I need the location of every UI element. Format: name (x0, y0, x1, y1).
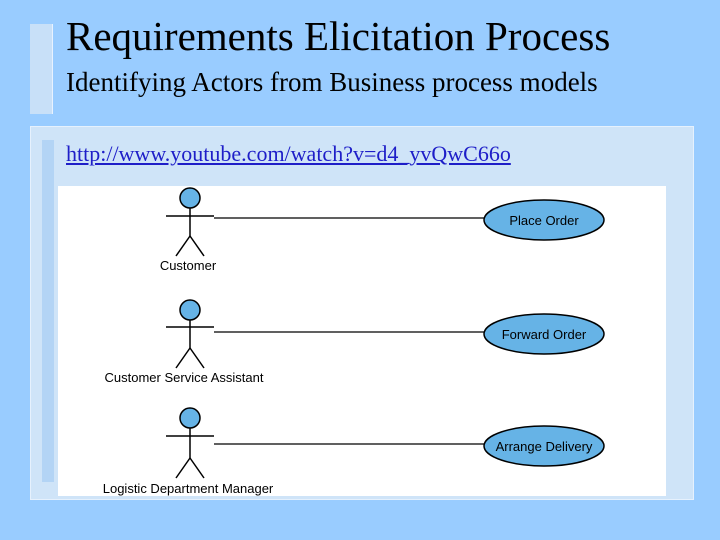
slide-subtitle: Identifying Actors from Business process… (66, 67, 598, 97)
actor-label: Logistic Department Manager (103, 481, 274, 496)
title-accent-bar (30, 24, 53, 114)
youtube-link[interactable]: http://www.youtube.com/watch?v=d4_yvQwC6… (66, 141, 511, 166)
use-case-label: Arrange Delivery (496, 439, 593, 454)
content-accent-bar (42, 140, 54, 482)
use-case-label: Forward Order (502, 327, 587, 342)
actor-label: Customer (160, 258, 217, 273)
actor-label: Customer Service Assistant (105, 370, 264, 385)
actor-customer: Customer (160, 187, 217, 273)
actor-logistic-department-manager: Logistic Department Manager (103, 407, 274, 496)
actor-head (179, 187, 201, 209)
use-case-label: Place Order (509, 213, 579, 228)
use-case-arrange-delivery: Arrange Delivery (483, 425, 605, 467)
use-case-place-order: Place Order (483, 199, 605, 241)
use-case-diagram: Customer Place Order Customer Service As… (58, 186, 666, 496)
use-case-forward-order: Forward Order (483, 313, 605, 355)
actor-customer-service-assistant: Customer Service Assistant (105, 299, 264, 385)
actor-head (179, 407, 201, 429)
actor-head (179, 299, 201, 321)
slide-title: Requirements Elicitation Process (66, 13, 611, 59)
